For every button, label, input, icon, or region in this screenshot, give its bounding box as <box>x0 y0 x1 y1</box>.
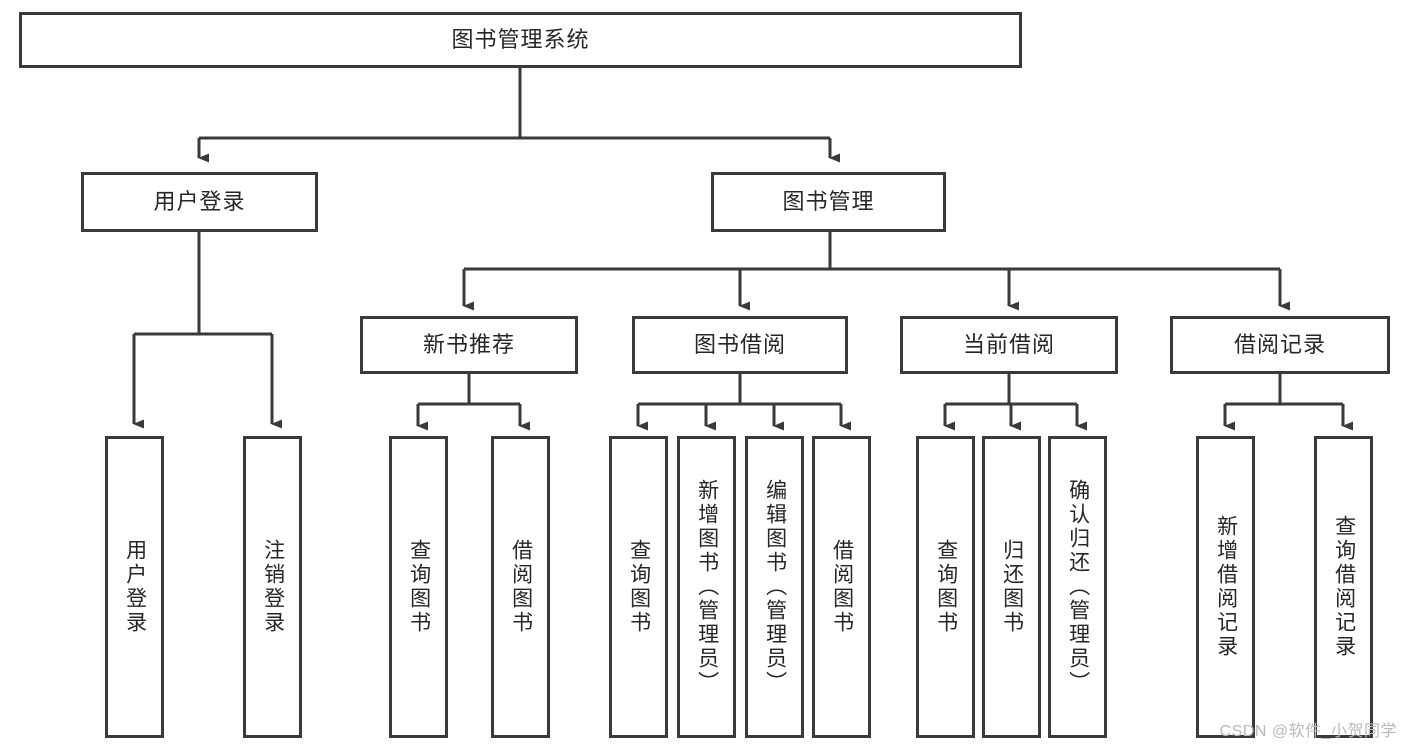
node-user-login[interactable]: 用户登录 <box>81 172 318 232</box>
leaf-label: 借阅图书 <box>509 539 533 635</box>
node-book-borrow[interactable]: 图书借阅 <box>632 316 848 374</box>
leaf-label: 查询图书 <box>627 539 651 635</box>
leaf-label: 借阅图书 <box>830 539 854 635</box>
leaf-borrow-books[interactable]: 借阅图书 <box>812 436 871 738</box>
leaf-query-books-current[interactable]: 查询图书 <box>916 436 975 738</box>
leaf-label: 查询借阅记录 <box>1332 515 1356 659</box>
node-label: 图书借阅 <box>693 331 786 357</box>
node-label: 用户登录 <box>153 188 246 214</box>
leaf-return-books[interactable]: 归还图书 <box>982 436 1041 738</box>
leaf-add-book-admin[interactable]: 新增图书（管理员） <box>677 436 736 738</box>
node-label: 借阅记录 <box>1233 331 1326 357</box>
node-current-borrow[interactable]: 当前借阅 <box>900 316 1118 374</box>
leaf-label: 归还图书 <box>1000 539 1024 635</box>
leaf-query-books-recommend[interactable]: 查询图书 <box>389 436 448 738</box>
leaf-label: 确认归还（管理员） <box>1066 479 1090 695</box>
leaf-label: 注销登录 <box>261 539 285 635</box>
node-label: 当前借阅 <box>962 331 1055 357</box>
leaf-label: 查询图书 <box>407 539 431 635</box>
leaf-label: 查询图书 <box>934 539 958 635</box>
leaf-user-login[interactable]: 用户登录 <box>105 436 164 738</box>
node-book-management-system[interactable]: 图书管理系统 <box>19 12 1022 68</box>
node-label: 新书推荐 <box>422 331 515 357</box>
leaf-label: 新增借阅记录 <box>1214 515 1238 659</box>
leaf-label: 新增图书（管理员） <box>695 479 719 695</box>
leaf-borrow-books-recommend[interactable]: 借阅图书 <box>491 436 550 738</box>
leaf-query-books-borrow[interactable]: 查询图书 <box>609 436 668 738</box>
leaf-user-logout[interactable]: 注销登录 <box>243 436 302 738</box>
node-book-management[interactable]: 图书管理 <box>711 172 946 232</box>
node-new-book-recommend[interactable]: 新书推荐 <box>360 316 578 374</box>
leaf-label: 编辑图书（管理员） <box>763 479 787 695</box>
node-label: 图书管理 <box>782 188 875 214</box>
node-borrow-record[interactable]: 借阅记录 <box>1170 316 1390 374</box>
leaf-confirm-return-admin[interactable]: 确认归还（管理员） <box>1048 436 1107 738</box>
leaf-add-borrow-record[interactable]: 新增借阅记录 <box>1196 436 1255 738</box>
leaf-edit-book-admin[interactable]: 编辑图书（管理员） <box>745 436 804 738</box>
leaf-label: 用户登录 <box>123 539 147 635</box>
node-label: 图书管理系统 <box>451 26 590 52</box>
leaf-query-borrow-record[interactable]: 查询借阅记录 <box>1314 436 1373 738</box>
